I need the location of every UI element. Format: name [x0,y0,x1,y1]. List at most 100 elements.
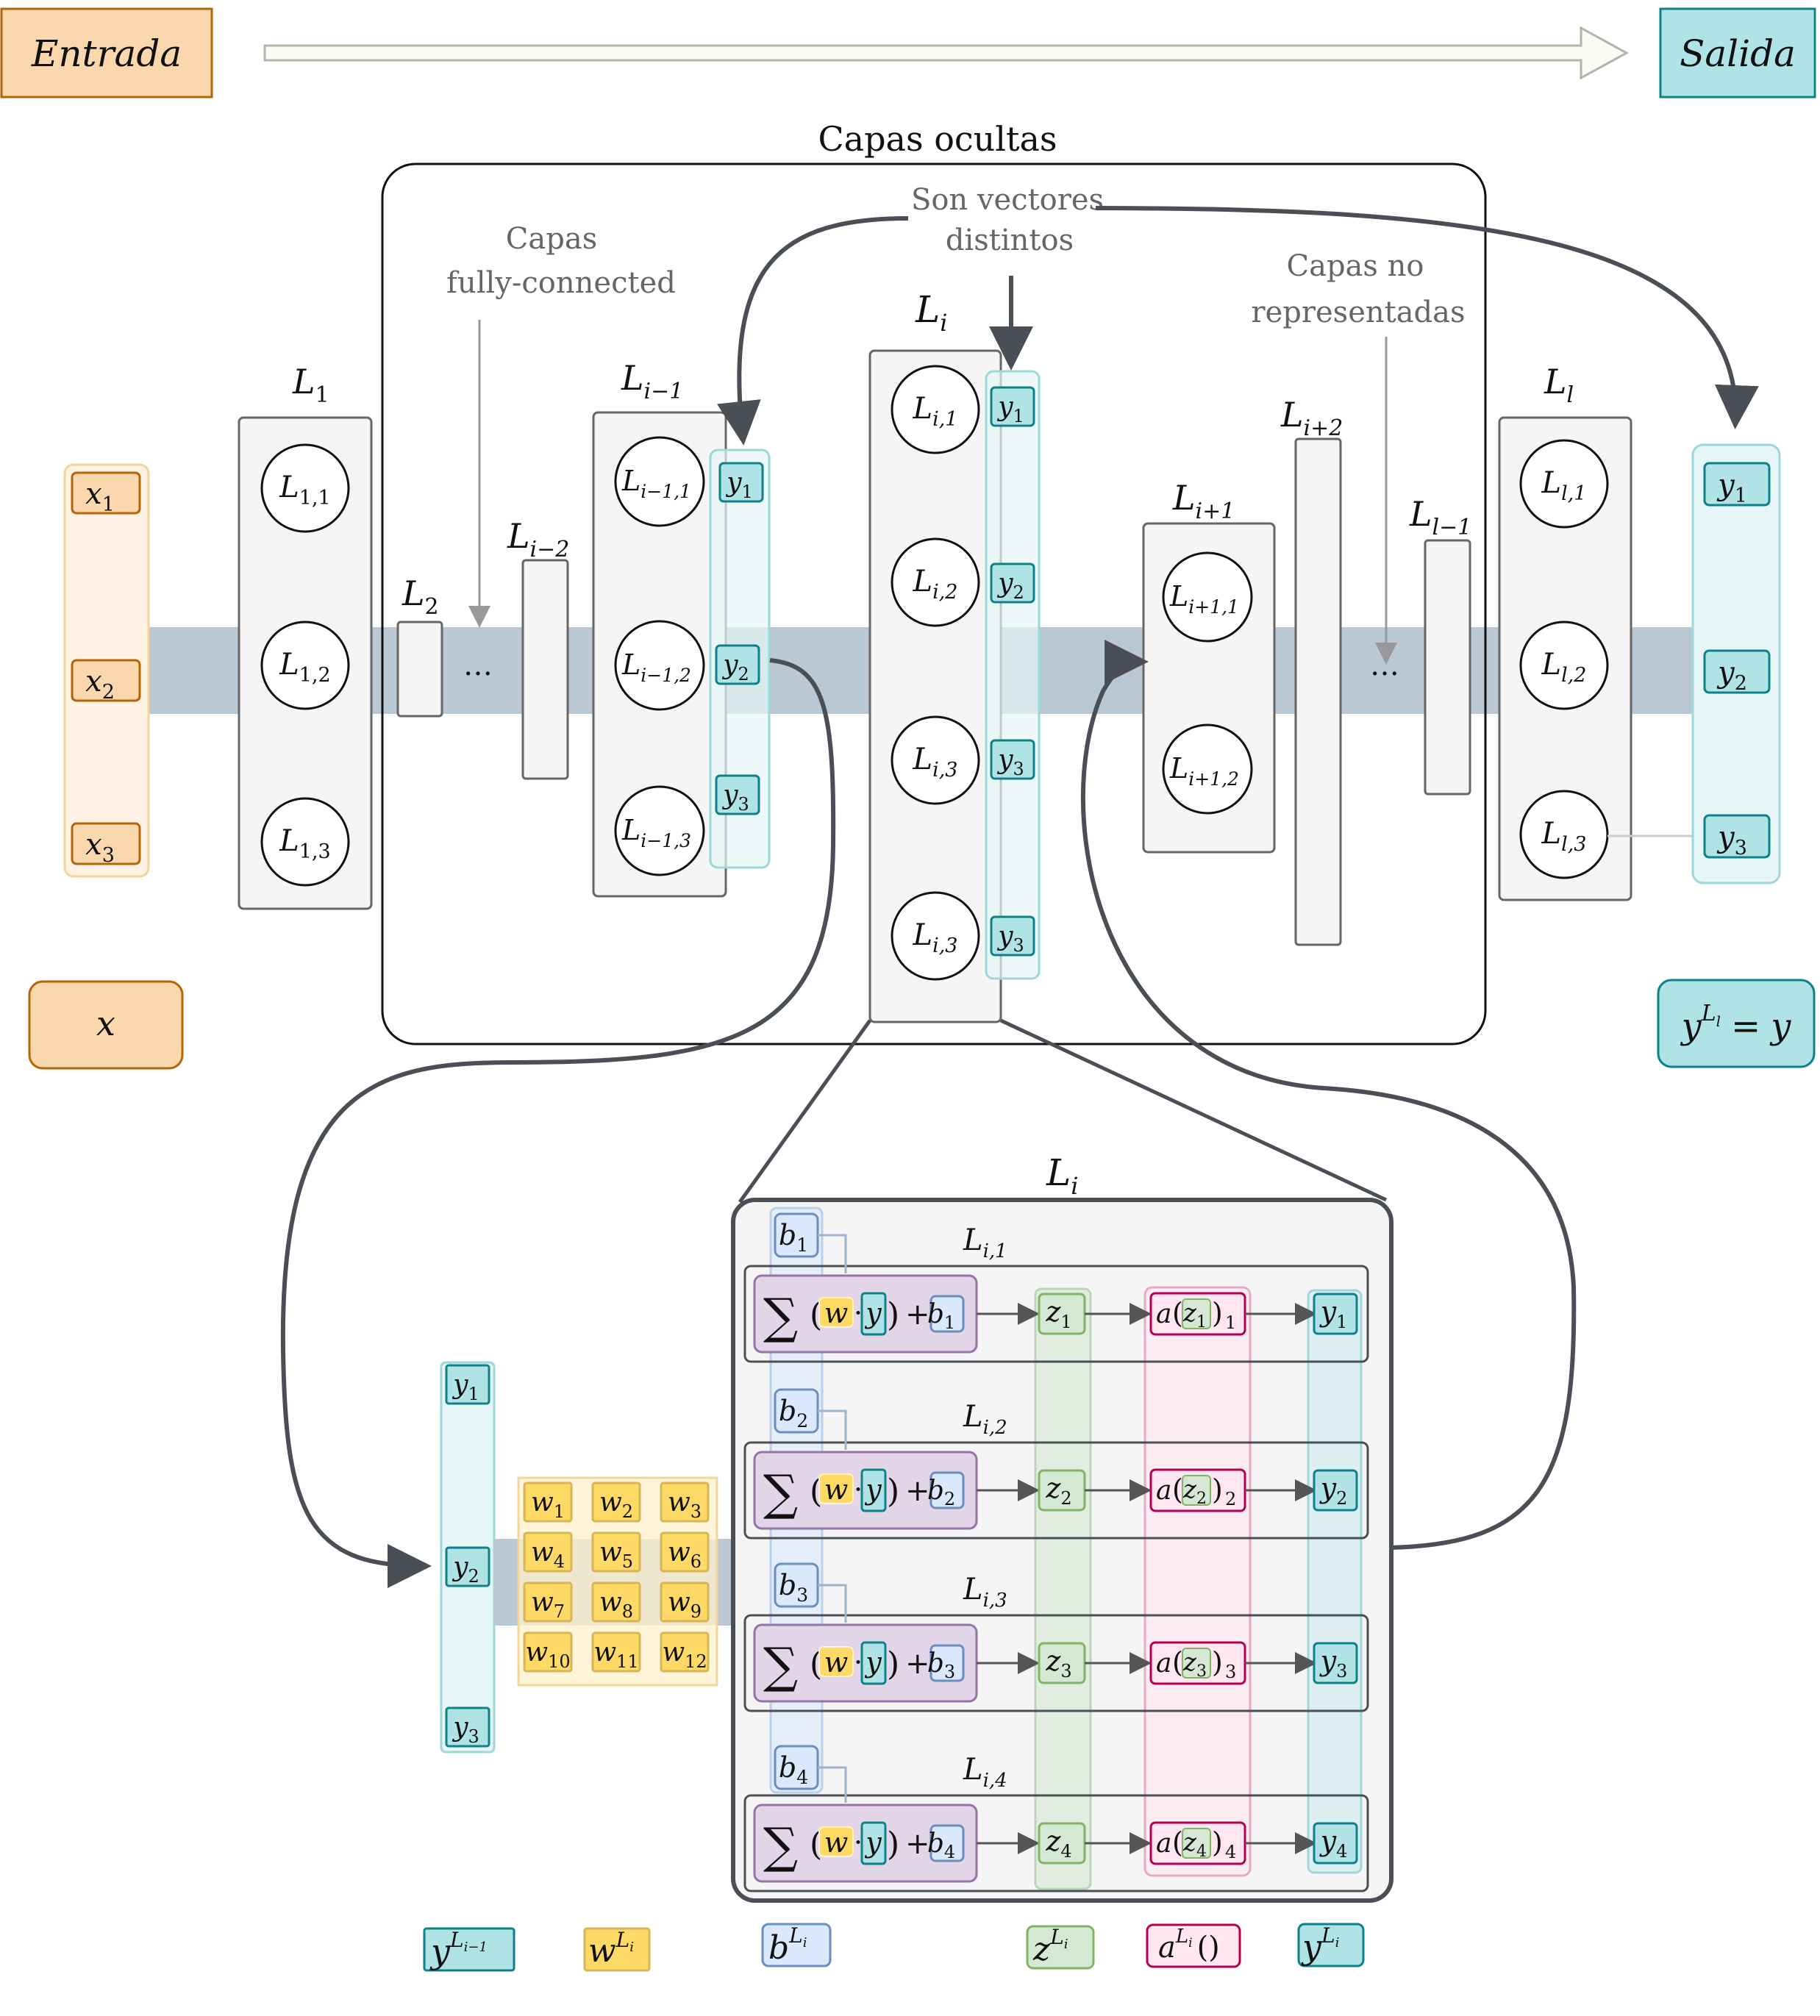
neuron-Li-4: Li,3 [891,891,980,981]
detail-layer-Li-label: Li [1046,1151,1078,1200]
layer-Li+1-label: Li+1 [1172,478,1235,524]
svg-text:w: w [824,1297,849,1329]
output-y2: y2 [1313,1469,1358,1512]
Li-1-output-y1: y1 [718,462,764,503]
svg-text:Li,3: Li,3 [913,918,958,957]
weighted-sum-2: ∑(w·y)+b2 [753,1451,978,1530]
activation-a4: a(z4)4 [1149,1821,1246,1865]
hidden-layers-title: Capas ocultas [818,119,1057,159]
svg-text:): ) [1212,1297,1223,1329]
input-x2: x2 [71,659,141,704]
svg-text:Li−1,3: Li−1,3 [621,814,691,851]
output-header-label: Salida [1680,32,1796,75]
weight-w6: w6 [660,1531,710,1573]
sum-icon: ∑ [763,1637,798,1694]
weight-w4: w4 [523,1531,573,1573]
activation-a1: a(z1)1 [1149,1292,1246,1336]
svg-text:Li−1,1: Li−1,1 [621,465,691,502]
svg-text:w8: w8 [599,1587,633,1622]
detail-input-y3: y3 [445,1706,490,1748]
svg-text:a: a [1156,1648,1171,1679]
neuron-Li+1-1: Li+1,1 [1162,551,1253,643]
svg-text:w9: w9 [668,1587,702,1622]
svg-text:(: ( [1172,1297,1183,1329]
zoom-line-right [999,1018,1388,1202]
bias-connector [818,1409,847,1450]
svg-text:yLi−1: yLi−1 [429,1928,488,1971]
svg-text:+: + [905,1647,930,1681]
arrow-distinct-to-prev-y1 [717,216,909,446]
weight-w12: w12 [660,1631,710,1673]
Li-1-output-y2: y2 [715,644,760,685]
svg-text:z2: z2 [1182,1475,1207,1508]
svg-text:): ) [1212,1646,1223,1679]
output-header: Salida [1659,7,1816,99]
svg-text:b3: b3 [779,1569,808,1606]
svg-text:w10: w10 [525,1637,570,1672]
neuron-L1-1: L1,1 [260,443,350,533]
svg-text:a: a [1156,1829,1171,1859]
svg-text:yLl=y: yLl=y [1680,1001,1792,1047]
svg-text:bLi: bLi [768,1923,807,1967]
neuron-row-frame [743,1265,1369,1363]
Li-output-y3: y3 [990,739,1035,780]
weight-w11: w11 [591,1631,641,1673]
svg-text:Ll,3: Ll,3 [1541,817,1587,856]
svg-text:·: · [854,1646,863,1679]
weight-w5: w5 [591,1531,641,1573]
svg-text:aLi(): aLi() [1158,1926,1220,1965]
neuron-Li+1-2: Li+1,2 [1162,723,1253,815]
svg-text:yLi: yLi [1301,1923,1339,1967]
svg-text:y3: y3 [721,780,749,815]
bias-b2: b2 [774,1388,819,1434]
svg-text:b4: b4 [779,1751,808,1788]
svg-text:x2: x2 [85,665,115,704]
ellipsis-right: … [1370,648,1399,682]
sum-icon: ∑ [763,1817,798,1874]
output-y1: y1 [1313,1293,1358,1335]
neuron-Li-1: Li,1 [891,365,980,454]
weighted-sum-4: ∑(w·y)+b4 [753,1804,978,1883]
Li-output-y4: y3 [990,915,1035,957]
svg-text:·: · [854,1826,863,1859]
svg-text:y2: y2 [452,1552,479,1587]
arrow-prev-y2-to-detail-input [280,658,836,1588]
svg-text:2: 2 [1225,1489,1236,1509]
bias-b1: b1 [774,1212,819,1258]
weight-w10: w10 [523,1631,573,1673]
output-y3: y3 [1313,1642,1358,1684]
svg-text:y3: y3 [996,745,1024,779]
weighted-sum-3: ∑(w·y)+b3 [753,1623,978,1703]
svg-text:Li−1,2: Li−1,2 [621,648,691,686]
neuron-Ll-3: Ll,3 [1519,790,1609,879]
layer-Ll-label: Ll [1544,362,1574,408]
layer-L2 [396,621,443,718]
legend-output: yLi [1297,1923,1365,1967]
svg-text:a: a [1156,1476,1171,1506]
svg-text:b1: b1 [927,1299,955,1333]
bias-b3: b3 [774,1562,819,1608]
activation-a3: a(z3)3 [1149,1641,1246,1685]
svg-text:z1: z1 [1045,1295,1071,1332]
bias-b4: b4 [774,1745,819,1790]
svg-text:Li,2: Li,2 [913,565,958,604]
output-y3: y3 [1703,814,1771,859]
svg-text:L1,2: L1,2 [279,648,331,687]
svg-text:w: w [824,1646,849,1679]
layer-Ll-1-label: Ll−1 [1409,494,1471,540]
svg-text:+: + [905,1298,930,1332]
svg-text:y1: y1 [452,1370,479,1404]
output-vector-label: yLl=y [1657,979,1816,1068]
neuron-row-label: Li,3 [963,1573,1007,1612]
direction-arrow [263,26,1630,80]
input-header: Entrada [0,7,213,99]
neuron-Li-3: Li,3 [891,715,980,805]
weight-w2: w2 [591,1481,641,1523]
legend-bias: bLi [761,1923,832,1967]
svg-text:): ) [1212,1826,1223,1859]
svg-text:b4: b4 [927,1829,955,1862]
z4: z4 [1038,1822,1086,1865]
